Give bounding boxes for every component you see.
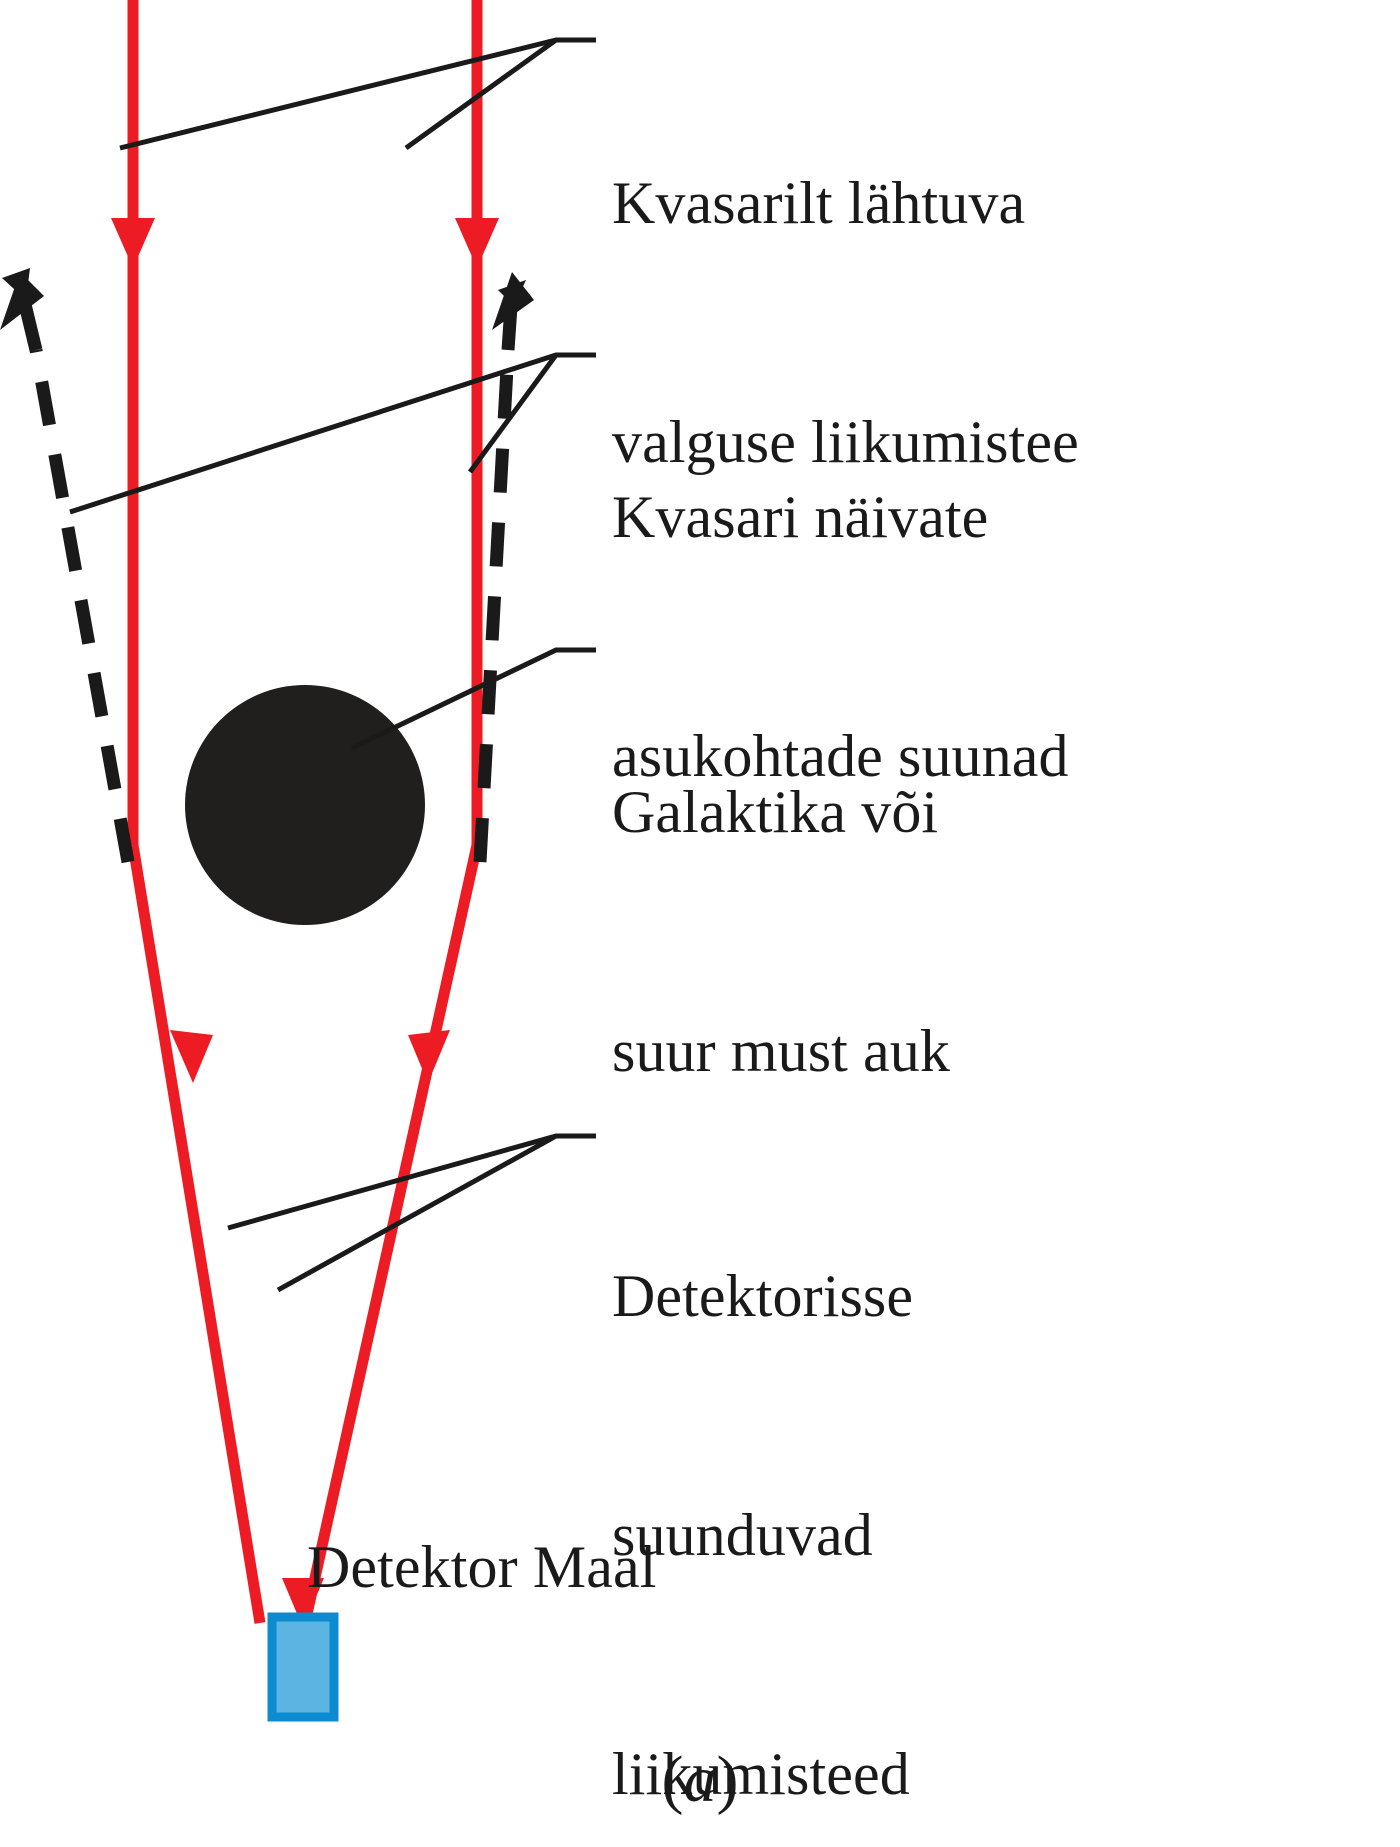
- left-light-ray-deflected: [127, 844, 266, 1624]
- label-quasar-light: Kvasarilt lähtuva valguse liikumistee: [612, 4, 1079, 642]
- caption-letter: a: [683, 1743, 717, 1816]
- label-apparent-positions-line2: asukohtade suunad: [612, 722, 1069, 789]
- leader-line-apparent-left: [69, 352, 596, 515]
- left-apparent-direction-arrowhead: [0, 272, 44, 330]
- label-quasar-light-line2: valguse liikumistee: [612, 408, 1079, 475]
- leader-line-group: [69, 37, 596, 1293]
- leader-line-detector-paths-lower: [276, 1133, 558, 1293]
- label-apparent-positions-line1: Kvasari näivate: [612, 483, 989, 550]
- black-hole-or-galaxy-disc: [185, 685, 425, 925]
- right-light-ray-deflected: [299, 843, 483, 1625]
- left-apparent-direction-arrowhead-tip: [2, 268, 30, 300]
- right-ray-arrowhead-top: [455, 218, 499, 268]
- caption-open-paren: (: [661, 1743, 684, 1816]
- right-ray-arrowhead-lower: [408, 1030, 450, 1083]
- label-detector-on-earth: Detektor Maal: [307, 1368, 657, 1767]
- detector-entry-arrowhead: [282, 1578, 324, 1628]
- caption-close-paren: ): [716, 1743, 739, 1816]
- label-detector-paths-line1: Detektorisse: [612, 1262, 914, 1329]
- label-lensing-mass: Galaktika või suur must auk: [612, 613, 950, 1251]
- left-apparent-direction-dashed-line: [29, 348, 135, 864]
- right-apparent-direction-dashed-line: [473, 349, 515, 863]
- detector-on-earth-box: [267, 1612, 339, 1722]
- label-lensing-mass-line2: suur must auk: [612, 1017, 950, 1084]
- right-apparent-direction-arrowhead-tip: [498, 280, 526, 306]
- label-detector-paths: Detektorisse suunduvad liikumisteed: [612, 1097, 913, 1847]
- label-apparent-positions: Kvasari näivate asukohtade suunad: [612, 318, 1069, 956]
- leader-line-quasar-light-right: [404, 37, 558, 151]
- left-ray-arrowhead-top: [111, 218, 155, 268]
- light-ray-group: [111, 0, 499, 1628]
- label-detector-paths-line3: liikumisteed: [612, 1741, 910, 1808]
- figure-caption: (a): [0, 1742, 1400, 1818]
- leader-line-lensing-mass: [350, 647, 596, 751]
- label-lensing-mass-line1: Galaktika või: [612, 778, 939, 845]
- leader-line-quasar-light-left: [119, 37, 596, 151]
- left-ray-arrowhead-lower: [170, 1030, 213, 1083]
- label-detector-paths-line2: suunduvad: [612, 1501, 873, 1568]
- label-detector-on-earth-line1: Detektor Maal: [307, 1533, 657, 1600]
- apparent-direction-group: [0, 268, 534, 864]
- label-quasar-light-line1: Kvasarilt lähtuva: [612, 169, 1026, 236]
- leader-line-apparent-right: [467, 353, 559, 474]
